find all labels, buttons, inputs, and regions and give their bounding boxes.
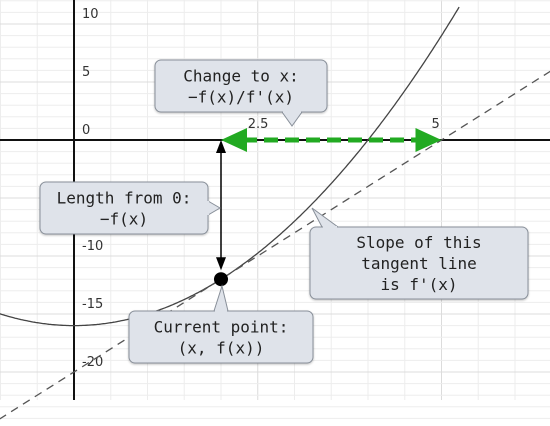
x-tick-label: 5 <box>432 117 440 132</box>
length-arrow-head-bottom <box>216 257 226 271</box>
current-point-marker <box>214 272 228 287</box>
change-arrow-head-left <box>221 128 247 152</box>
y-tick-label: -15 <box>82 297 103 312</box>
slope-callout: Slope of this tangent line is f'(x) <box>309 207 529 300</box>
callout-tail <box>207 200 221 216</box>
y-tick-label: 10 <box>82 7 99 22</box>
tick-labels: 10 5 0 -10 -15 -20 2.5 5 <box>82 7 440 370</box>
y-tick-label: -20 <box>82 355 103 370</box>
callout-tail <box>213 284 229 312</box>
plot-lines <box>0 6 550 420</box>
current-point-callout: Current point: (x, f(x)) <box>128 284 314 364</box>
tangent-line <box>0 70 550 420</box>
callout-line: −f(x)/f'(x) <box>188 88 294 107</box>
callouts: Change to x: −f(x)/f'(x) Length from 0: −f(… <box>39 59 529 364</box>
callout-line: is f'(x) <box>380 275 457 294</box>
y-tick-label: 5 <box>82 65 90 80</box>
callout-line: Slope of this <box>356 233 481 252</box>
callout-line: (x, f(x)) <box>178 339 265 358</box>
callout-line: Current point: <box>154 318 289 337</box>
callout-line: Length from 0: <box>57 189 192 208</box>
y-tick-label: 0 <box>82 123 90 138</box>
callout-line: tangent line <box>361 254 477 273</box>
change-to-x-callout: Change to x: −f(x)/f'(x) <box>154 59 328 127</box>
change-arrow-head-right <box>415 128 442 152</box>
callout-box <box>309 226 529 300</box>
callout-tail <box>281 111 303 127</box>
x-tick-label: 2.5 <box>248 117 269 132</box>
function-curve <box>0 6 460 327</box>
length-arrow-head-top <box>216 140 226 153</box>
length-from-zero-callout: Length from 0: −f(x) <box>39 181 221 235</box>
y-tick-label: -10 <box>82 239 103 254</box>
callout-tail <box>311 207 340 228</box>
arrows <box>216 128 442 271</box>
callout-box <box>154 59 328 113</box>
callout-line: Change to x: <box>183 67 299 86</box>
callout-line: −f(x) <box>100 210 148 229</box>
